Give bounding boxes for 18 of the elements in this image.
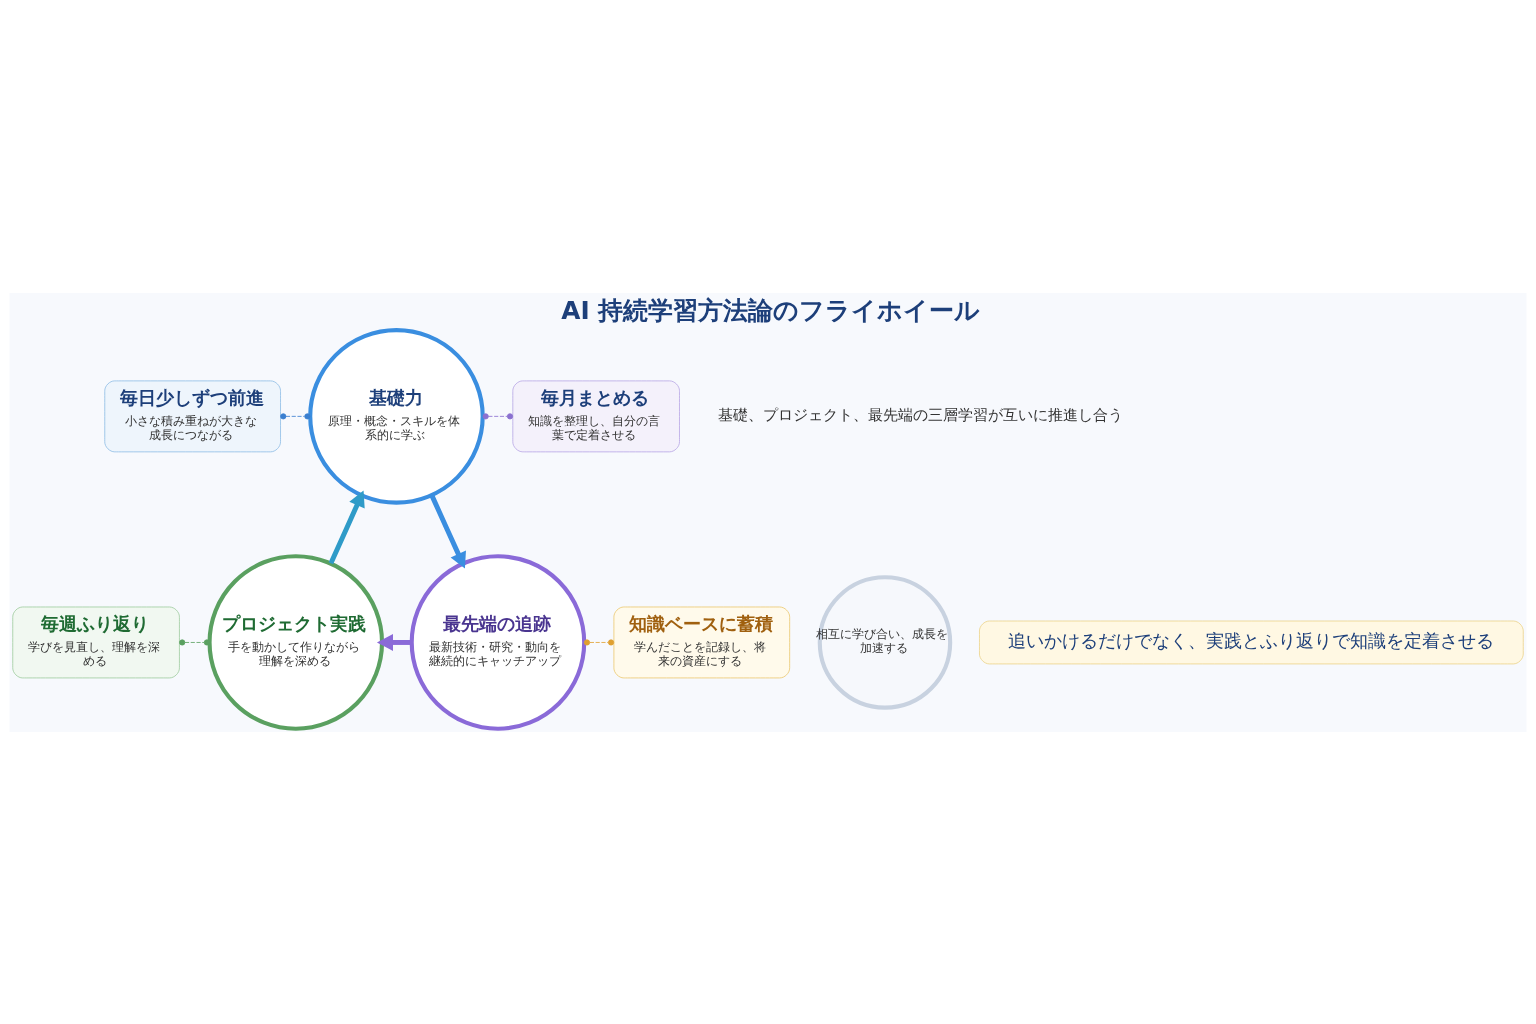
label: 基礎、プロジェクト、最先端の三層学習が互いに推進し合う <box>717 405 1123 424</box>
node-circle: プロジェクト実践 手を動かして作りながら理解を深める <box>207 553 385 731</box>
node-box: 知識ベースに蓄積 学んだことを記録し、将来の資産にする <box>613 606 791 678</box>
node-box: 毎週ふり返り 学びを見直し、理解を深める <box>12 606 180 678</box>
connector <box>280 412 311 419</box>
node-circle: 最先端の追跡 最新技術・研究・動向を継続的にキャッチアップ <box>409 553 587 731</box>
connector <box>179 638 210 646</box>
node-box: 毎日少しずつ前進 小さな積み重ねが大きな成長につながる <box>104 379 281 452</box>
arrow <box>376 633 412 651</box>
arrow <box>429 493 466 569</box>
node-circle: 相互に学び合い、成長を加速する <box>817 574 953 710</box>
node-box: 毎月まとめる 知識を整理し、自分の言葉で定着させる <box>512 379 680 452</box>
label: 追いかけるだけでなく、実践とふり返りで知識を定着させる <box>1008 629 1495 651</box>
diagram-title: AI 持続学習方法論のフライホイール <box>561 295 981 325</box>
connector <box>583 638 615 646</box>
connector <box>482 412 514 419</box>
arrow <box>328 490 365 564</box>
node-circle: 基礎力 原理・概念・スキルを体系的に学ぶ <box>308 327 485 505</box>
